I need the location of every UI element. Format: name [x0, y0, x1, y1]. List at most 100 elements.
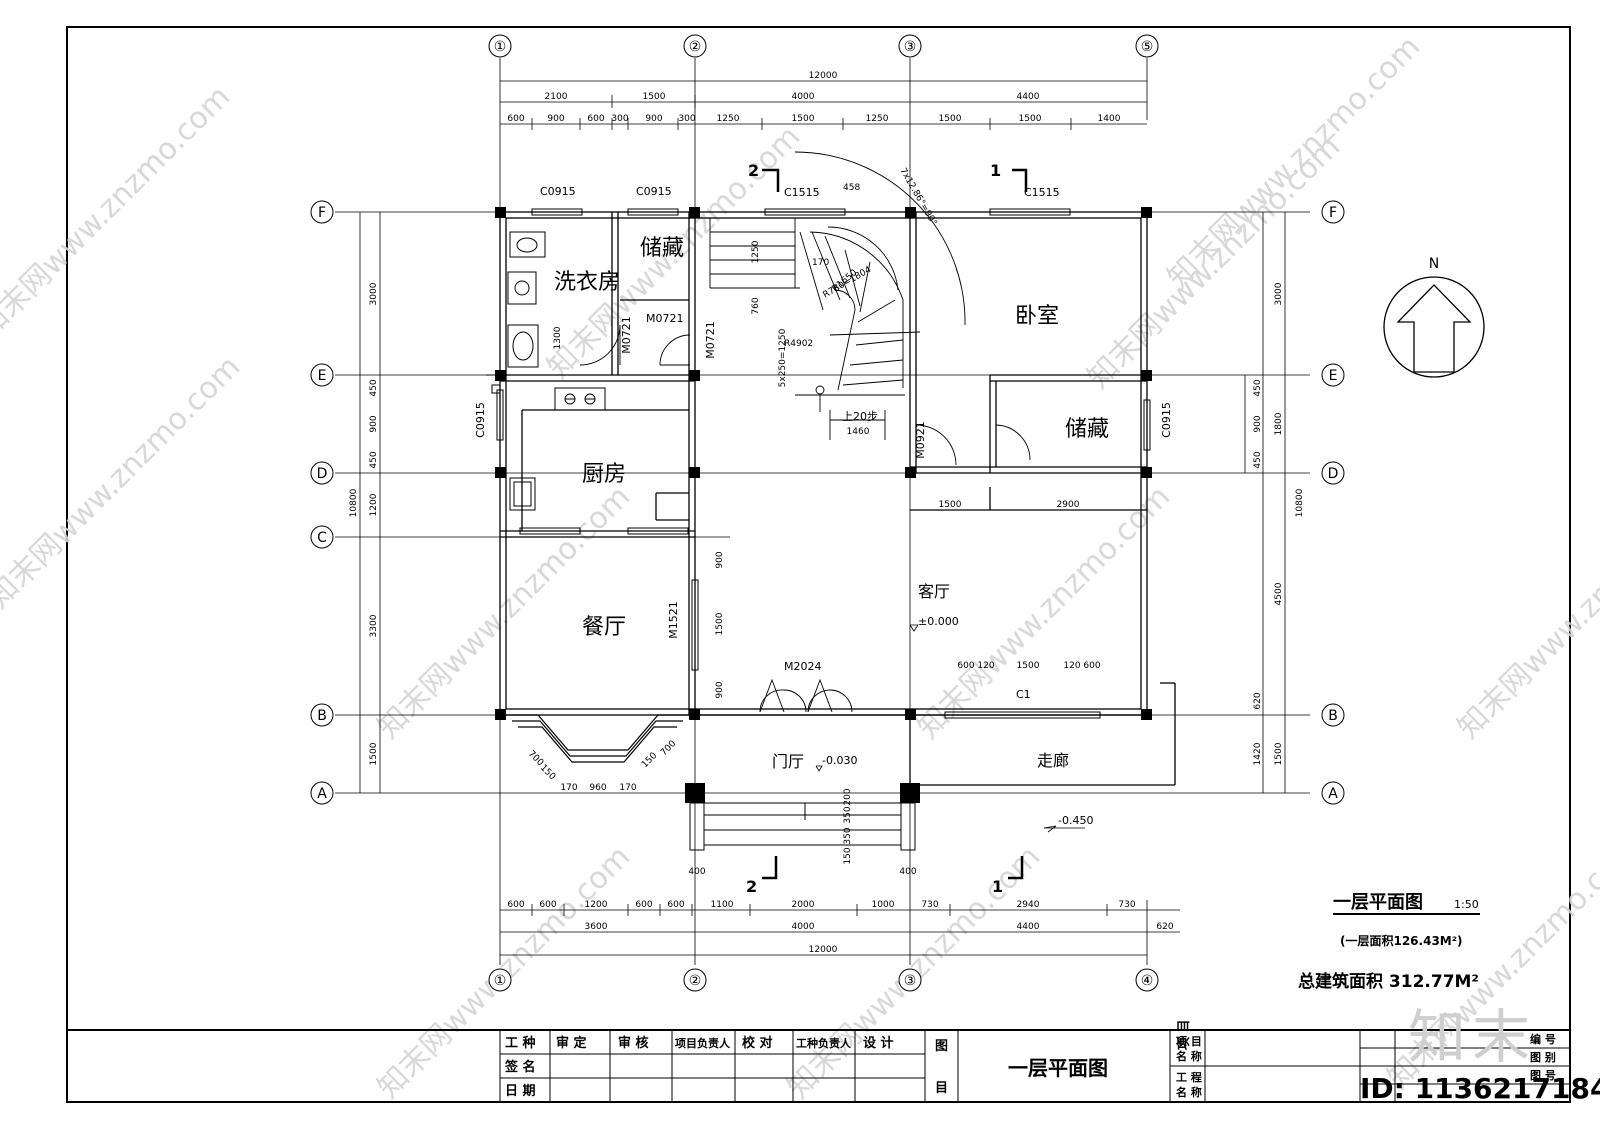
axis-label-right-d: D [1328, 466, 1339, 482]
dim-right-mid: 3000 [1274, 282, 1284, 305]
dim-misc: 1250 [751, 240, 761, 263]
north-label: N [1429, 256, 1439, 272]
title-block-cell: 设 计 [863, 1035, 894, 1051]
axis-label-left-a: A [317, 786, 327, 802]
watermark-text: 知末网www.znzmo.com [911, 479, 1177, 745]
title-block-drawing-name: 一层平面图 [1008, 1056, 1108, 1080]
dim-top-detail: 1250 [717, 114, 740, 124]
dim-right-detail: 900 [1253, 415, 1263, 432]
door-label: M0721 [646, 312, 684, 325]
drawing-title: 一层平面图 [1333, 892, 1423, 913]
title-block-cell: 图 [935, 1039, 948, 1054]
door-label: M0721 [620, 316, 633, 354]
dim-misc: 350 [843, 827, 853, 844]
room-living: 客厅 [918, 582, 950, 601]
door-swings [579, 324, 1031, 713]
elevation-outside: -0.450 [1058, 814, 1093, 827]
axis-bubbles-top [488, 34, 1159, 58]
dim-top-detail: 1500 [792, 114, 815, 124]
dim-misc: 600 [1083, 661, 1100, 671]
watermark-id: ID: 1136217184 [1360, 1072, 1600, 1105]
elevation-foyer: -0.030 [822, 754, 857, 767]
dim-misc: 120 [1063, 661, 1080, 671]
axis-label-left-b: B [317, 708, 327, 724]
dim-misc: 2900 [1057, 500, 1080, 510]
dim-bottom-detail: 2940 [1017, 900, 1040, 910]
door-label: M1521 [667, 601, 680, 639]
dim-misc: 760 [751, 297, 761, 314]
dim-top-detail: 900 [645, 114, 662, 124]
dim-top-detail: 1500 [1019, 114, 1042, 124]
dim-right-detail: 450 [1253, 379, 1263, 396]
dim-misc: 1460 [847, 427, 870, 437]
dim-misc: 150 [640, 751, 659, 770]
fixtures [486, 231, 606, 511]
window-label: C0915 [1160, 402, 1173, 438]
dim-right-mid: 1500 [1274, 742, 1284, 765]
dimension-lines-side [359, 212, 1286, 793]
dim-misc: 600 [957, 661, 974, 671]
dim-bottom-detail: 1200 [585, 900, 608, 910]
dim-misc: 700 [659, 739, 678, 758]
axis-label-bottom-2: ② [689, 973, 702, 989]
dimension-lines-top [500, 80, 1147, 130]
dim-bottom-detail: 600 [539, 900, 556, 910]
section-mark-2-bottom: 2 [746, 877, 757, 896]
title-block-cell: 工 种 [505, 1035, 536, 1051]
watermark-text: 知末网www.znzmo.com [371, 479, 637, 745]
axis-label-right-b: B [1328, 708, 1338, 724]
dim-misc: 200 [843, 788, 853, 805]
dimension-lines-bottom [500, 904, 1180, 956]
title-block-cell: 编 号 [1530, 1032, 1556, 1046]
dim-bottom-mid: 4000 [792, 922, 815, 932]
section-marks [762, 168, 1028, 880]
dim-top-detail: 900 [547, 114, 564, 124]
title-block-cell: 项 目 [1176, 1035, 1202, 1048]
dim-top-mid: 4400 [1017, 92, 1040, 102]
dim-left-detail: 450 [369, 451, 379, 468]
dim-left-detail: 450 [369, 379, 379, 396]
dim-misc: 1300 [553, 326, 563, 349]
dim-misc: 1500 [1017, 661, 1040, 671]
room-dining: 餐厅 [582, 615, 626, 640]
dim-bottom-mid: 4400 [1017, 922, 1040, 932]
dim-misc: 150 [843, 847, 853, 864]
bay-window [506, 714, 689, 763]
drawing-scale: 1:50 [1454, 898, 1479, 911]
dim-bottom-mid: 3600 [585, 922, 608, 932]
axis-bubbles-bottom [488, 968, 1159, 992]
dim-bottom-detail: 600 [507, 900, 524, 910]
dim-right-mid: 1800 [1274, 412, 1284, 435]
drawing-area-note: (一层面积126.43M²) [1340, 933, 1462, 948]
room-laundry: 洗衣房 [554, 270, 620, 295]
dim-bottom-total: 12000 [809, 945, 838, 955]
room-storage-1: 储藏 [640, 236, 684, 261]
title-block-cell: 项 目 [1177, 1019, 1192, 1050]
stair-up-label: 上20步 [842, 410, 878, 423]
dim-bottom-detail: 600 [635, 900, 652, 910]
dim-top-detail: 1400 [1098, 114, 1121, 124]
elevation-symbols [815, 624, 1085, 833]
dim-misc: 900 [715, 681, 725, 698]
section-mark-1-bottom: 1 [992, 877, 1003, 896]
dim-bottom-mid: 620 [1156, 922, 1173, 932]
dim-right-mid: 4500 [1274, 582, 1284, 605]
axis-label-top-3: ③ [904, 39, 917, 55]
dim-top-mid: 4000 [792, 92, 815, 102]
columns [495, 207, 1152, 803]
door-label: M0921 [914, 421, 927, 459]
elevation-living: ±0.000 [918, 615, 959, 628]
dim-left-detail: 1200 [369, 493, 379, 516]
room-foyer: 门厅 [772, 752, 804, 771]
dim-top-mid: 1500 [643, 92, 666, 102]
room-corridor: 走廊 [1037, 751, 1069, 770]
walls [499, 211, 1176, 793]
dim-bottom-detail: 730 [921, 900, 938, 910]
dim-left-detail: 1500 [369, 742, 379, 765]
dim-misc: 400 [688, 867, 705, 877]
dim-top-total: 12000 [809, 71, 838, 81]
watermark-text: 知末网www.znzmo.com [0, 349, 247, 615]
axis-bubbles-side [310, 200, 1345, 805]
dim-right-detail: 450 [1253, 451, 1263, 468]
staircase [709, 151, 966, 440]
